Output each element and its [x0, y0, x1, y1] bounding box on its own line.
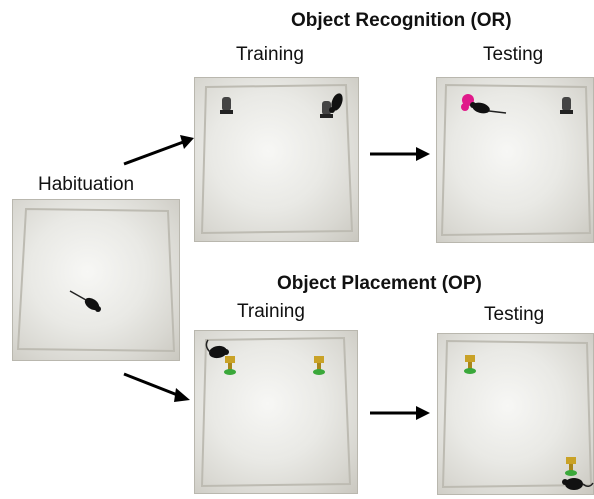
arrow-icon — [370, 406, 430, 420]
habituation-label: Habituation — [38, 174, 135, 195]
op-training-label: Training — [237, 301, 305, 322]
or-testing-label: Testing — [483, 44, 544, 65]
mouse-icon — [69, 290, 101, 312]
object-icon — [220, 97, 233, 114]
arrow-icon — [123, 372, 190, 402]
object-icon — [320, 101, 333, 118]
object-placement-heading: Object Placement (OP) — [277, 273, 482, 294]
arrow-icon — [370, 147, 430, 161]
object-icon — [560, 97, 573, 114]
op-testing-arena-drawing — [441, 339, 594, 490]
habituation-arena-drawing — [16, 207, 176, 353]
mouse-icon — [562, 478, 594, 490]
mouse-icon — [205, 339, 229, 359]
arrow-icon — [123, 135, 194, 166]
object-recognition-heading: Object Recognition (OR) — [291, 10, 512, 31]
placement-object-icon — [224, 356, 236, 375]
op-training-arena-photo — [194, 330, 358, 494]
mouse-icon — [470, 102, 507, 114]
placement-object-icon — [464, 355, 476, 374]
or-training-label: Training — [236, 44, 304, 65]
or-testing-arena-photo — [436, 77, 594, 243]
or-testing-arena-drawing — [440, 83, 592, 237]
or-training-arena-drawing — [200, 83, 354, 235]
or-training-arena-photo — [194, 77, 359, 242]
mouse-icon — [329, 93, 343, 113]
op-training-arena-drawing — [200, 336, 352, 488]
placement-object-icon — [565, 457, 577, 476]
habituation-arena-photo — [12, 199, 180, 361]
placement-object-icon — [313, 356, 325, 375]
op-testing-arena-photo — [437, 333, 594, 495]
op-testing-label: Testing — [484, 304, 545, 325]
